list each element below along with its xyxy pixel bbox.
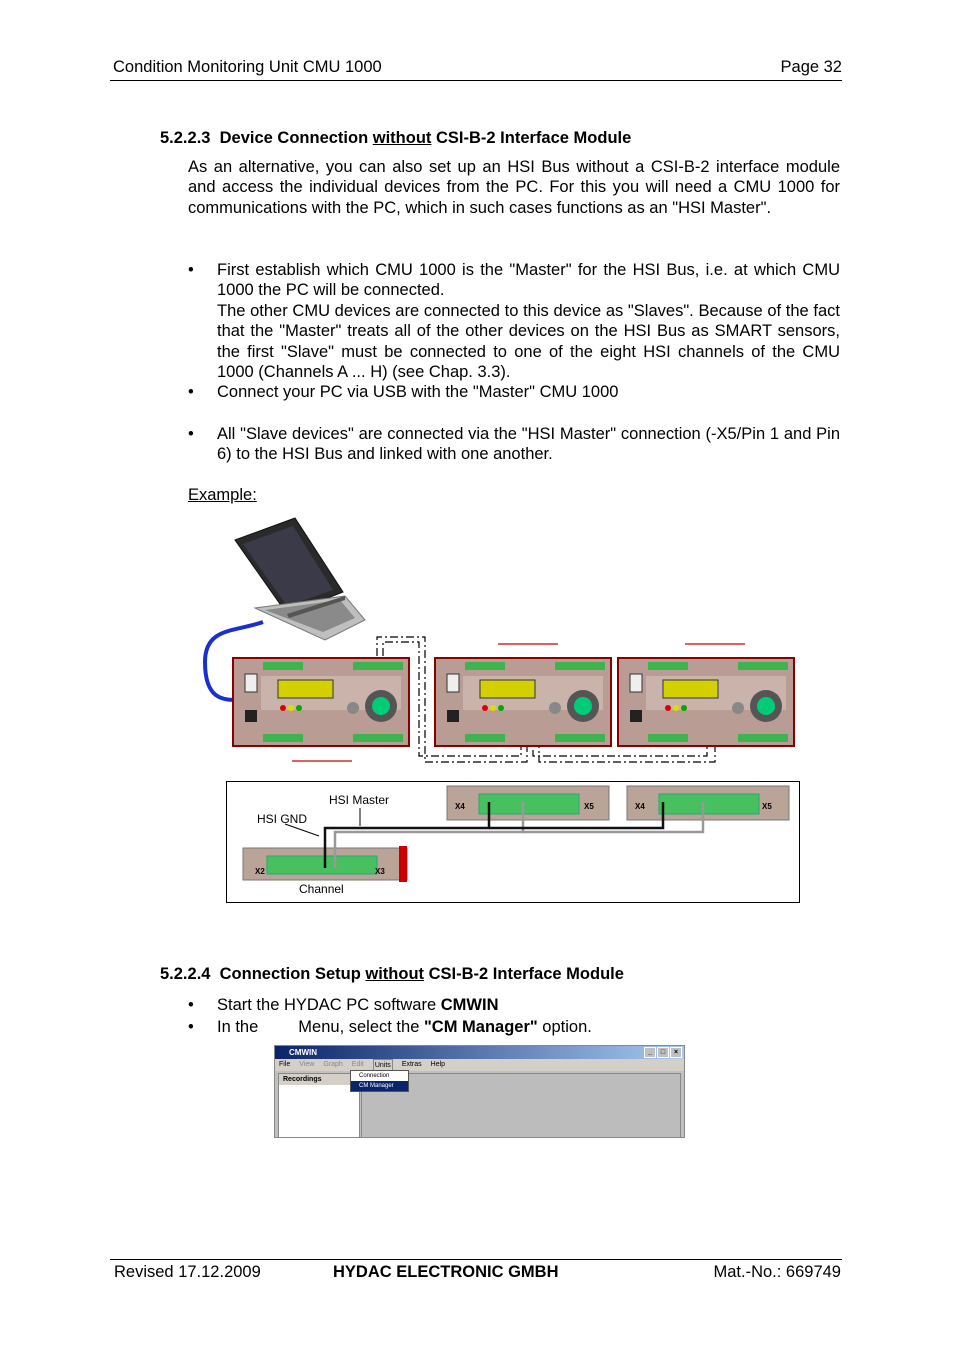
example-label: Example: <box>188 486 257 504</box>
x5-label-2: X5 <box>762 802 772 811</box>
cmwin-screenshot: CMWIN _ □ × File View Graph Edit Units E… <box>274 1045 685 1138</box>
wiring-detail-box <box>226 781 800 903</box>
footer-revised: Revised 17.12.2009 <box>114 1263 261 1281</box>
maximize-button[interactable]: □ <box>657 1047 669 1058</box>
intro-paragraph: As an alternative, you can also set up a… <box>188 158 840 217</box>
bullet-1-text: First establish which CMU 1000 is the "M… <box>217 261 840 300</box>
cmwin-title-bar: CMWIN _ □ × <box>275 1046 684 1059</box>
laptop-illustration <box>234 517 366 641</box>
x4-label-1: X4 <box>455 802 465 811</box>
menu-graph[interactable]: Graph <box>323 1061 343 1068</box>
dropdown-connection[interactable]: Connection <box>359 1073 390 1079</box>
cmwin-main-area <box>361 1073 681 1137</box>
page-number: Page 32 <box>780 58 842 76</box>
menu-help[interactable]: Help <box>430 1061 446 1068</box>
units-dropdown: Connection CM Manager <box>350 1070 409 1092</box>
section-heading-2: 5.2.2.4 Connection Setup without CSI-B-2… <box>160 965 624 983</box>
x4-label-2: X4 <box>635 802 645 811</box>
channel-label: Channel <box>299 882 344 896</box>
x3-label: X3 <box>375 867 385 876</box>
menu-view[interactable]: View <box>299 1061 315 1068</box>
dropdown-cm-manager[interactable]: CM Manager <box>351 1081 408 1091</box>
header-title: Condition Monitoring Unit CMU 1000 <box>113 58 382 76</box>
cmwin-sidebar: Recordings <box>278 1073 360 1137</box>
menu-edit[interactable]: Edit <box>351 1061 364 1068</box>
minimize-button[interactable]: _ <box>644 1047 656 1058</box>
usb-cable <box>202 620 264 703</box>
system-diagram <box>202 517 795 763</box>
x5-label-1: X5 <box>584 802 594 811</box>
footer-matno: Mat.-No.: 669749 <box>713 1263 842 1281</box>
cmwin-menu-bar: File View Graph Edit Units Extras Help <box>275 1059 684 1071</box>
footer-company: HYDAC ELECTRONIC GMBH <box>333 1263 559 1281</box>
bullet-1-continuation: The other CMU devices are connected to t… <box>217 301 840 382</box>
x2-label: X2 <box>255 867 265 876</box>
hsi-master-label: HSI Master <box>329 793 390 807</box>
close-button[interactable]: × <box>670 1047 682 1058</box>
hsi-gnd-label: HSI GND <box>257 812 308 826</box>
wiring-diagram <box>242 785 790 882</box>
recordings-label: Recordings <box>279 1074 359 1085</box>
menu-extras[interactable]: Extras <box>401 1061 422 1068</box>
cmu-device-master <box>232 657 410 747</box>
footer-rule <box>110 1259 842 1260</box>
section-heading-1: 5.2.2.3 Device Connection without CSI-B-… <box>160 129 632 147</box>
header-rule <box>110 80 842 81</box>
menu-file[interactable]: File <box>279 1061 291 1068</box>
